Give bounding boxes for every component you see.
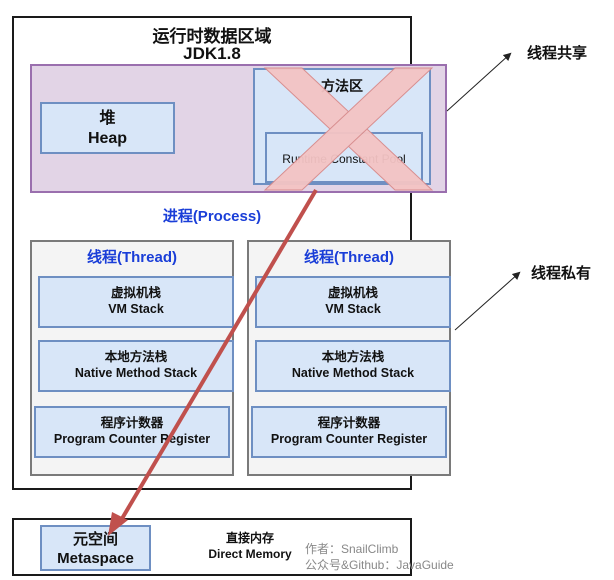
metaspace-box: 元空间 Metaspace bbox=[40, 525, 151, 571]
native-method-stack-box-2: 本地方法栈 Native Method Stack bbox=[255, 340, 451, 392]
native-stack-en: Native Method Stack bbox=[74, 366, 198, 380]
thread-private-note: 线程私有 bbox=[531, 265, 592, 282]
method-area-label: 方法区 bbox=[321, 78, 363, 94]
account-credit: 公众号&Github：JavaGuide bbox=[305, 558, 454, 572]
native-stack-zh: 本地方法栈 bbox=[321, 350, 385, 364]
pc-zh: 程序计数器 bbox=[317, 416, 381, 430]
process-label: 进程(Process) bbox=[162, 208, 262, 225]
heap-box: 堆 Heap bbox=[40, 102, 175, 154]
metaspace-zh: 元空间 bbox=[72, 531, 118, 548]
diagram-title: 运行时数据区域 bbox=[152, 27, 272, 46]
metaspace-en: Metaspace bbox=[57, 550, 134, 567]
heap-label-zh: 堆 bbox=[99, 110, 116, 127]
pc-zh: 程序计数器 bbox=[100, 416, 164, 430]
vm-stack-box-2: 虚拟机栈 VM Stack bbox=[255, 276, 451, 328]
program-counter-box-2: 程序计数器 Program Counter Register bbox=[251, 406, 447, 458]
shared-pointer-arrow bbox=[446, 52, 512, 112]
pc-en: Program Counter Register bbox=[270, 432, 428, 446]
vm-stack-en: VM Stack bbox=[325, 302, 381, 316]
private-pointer-arrow bbox=[454, 271, 521, 331]
vm-stack-box-1: 虚拟机栈 VM Stack bbox=[38, 276, 234, 328]
direct-memory-label: 直接内存 Direct Memory bbox=[195, 530, 305, 562]
thread-title-1: 线程(Thread) bbox=[86, 249, 177, 266]
vm-stack-zh: 虚拟机栈 bbox=[327, 286, 378, 300]
author-credit: 作者：SnailClimb bbox=[305, 542, 399, 556]
heap-label-en: Heap bbox=[87, 130, 128, 147]
thread-title-2: 线程(Thread) bbox=[303, 249, 394, 266]
native-method-stack-box-1: 本地方法栈 Native Method Stack bbox=[38, 340, 234, 392]
cross-out-icon bbox=[263, 67, 434, 191]
direct-memory-en: Direct Memory bbox=[208, 547, 292, 561]
vm-stack-zh: 虚拟机栈 bbox=[110, 286, 161, 300]
vm-stack-en: VM Stack bbox=[108, 302, 164, 316]
thread-shared-note: 线程共享 bbox=[527, 45, 588, 62]
native-stack-en: Native Method Stack bbox=[291, 366, 415, 380]
direct-memory-zh: 直接内存 bbox=[225, 531, 274, 545]
native-stack-zh: 本地方法栈 bbox=[104, 350, 168, 364]
migration-arrow-icon bbox=[108, 188, 318, 536]
program-counter-box-1: 程序计数器 Program Counter Register bbox=[34, 406, 230, 458]
diagram-subtitle: JDK1.8 bbox=[183, 44, 241, 63]
